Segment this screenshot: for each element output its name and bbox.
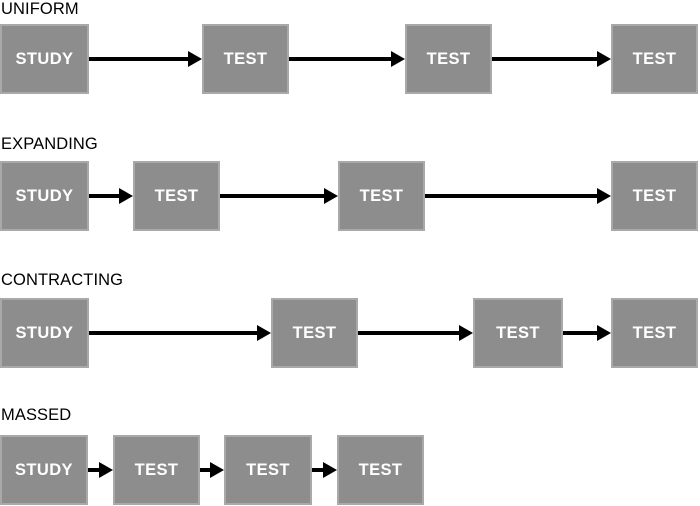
node-label: TEST <box>632 49 677 68</box>
arrow-shaft <box>563 331 597 335</box>
node-expanding-test-4[interactable]: TEST <box>611 161 698 231</box>
arrow-shaft <box>425 194 597 198</box>
node-label: TEST <box>292 323 337 342</box>
arrow-head-icon <box>597 325 611 341</box>
arrow-shaft <box>89 331 257 335</box>
arrow-head-icon <box>597 188 611 204</box>
node-expanding-study-1[interactable]: STUDY <box>0 161 89 231</box>
row-label-massed: MASSED <box>1 406 72 424</box>
node-label: TEST <box>134 460 179 479</box>
arrow-head-icon <box>188 51 202 67</box>
arrow-shaft <box>200 468 210 472</box>
node-uniform-test-4[interactable]: TEST <box>611 24 698 94</box>
arrow-shaft <box>220 194 324 198</box>
node-label: TEST <box>154 186 199 205</box>
arrow-head-icon <box>210 462 224 478</box>
node-label: TEST <box>426 49 471 68</box>
row-label-contracting: CONTRACTING <box>1 271 124 289</box>
node-uniform-test-3[interactable]: TEST <box>405 24 492 94</box>
node-label: TEST <box>246 460 290 479</box>
node-label: TEST <box>223 49 268 68</box>
arrow-head-icon <box>323 462 337 478</box>
row-label-uniform: UNIFORM <box>1 0 79 18</box>
arrow-head-icon <box>459 325 473 341</box>
node-expanding-test-3[interactable]: TEST <box>338 161 425 231</box>
arrow-head-icon <box>99 462 113 478</box>
row-label-expanding: EXPANDING <box>1 135 98 153</box>
node-label: STUDY <box>15 460 73 479</box>
node-contracting-test-2[interactable]: TEST <box>271 298 358 368</box>
node-massed-test-2[interactable]: TEST <box>113 435 200 505</box>
arrow-head-icon <box>597 51 611 67</box>
node-label: TEST <box>632 186 677 205</box>
node-uniform-study-1[interactable]: STUDY <box>0 24 89 94</box>
node-label: STUDY <box>15 49 74 68</box>
arrow-shaft <box>492 57 597 61</box>
node-contracting-test-3[interactable]: TEST <box>473 298 563 368</box>
arrow-shaft <box>358 331 459 335</box>
node-label: TEST <box>358 460 403 479</box>
arrow-head-icon <box>324 188 338 204</box>
node-massed-test-3[interactable]: TEST <box>224 435 312 505</box>
node-label: STUDY <box>15 186 74 205</box>
node-contracting-study-1[interactable]: STUDY <box>0 298 89 368</box>
node-massed-test-4[interactable]: TEST <box>337 435 424 505</box>
arrow-shaft <box>89 194 119 198</box>
arrow-shaft <box>89 57 188 61</box>
arrow-shaft <box>312 468 323 472</box>
arrow-head-icon <box>257 325 271 341</box>
arrow-head-icon <box>119 188 133 204</box>
arrow-head-icon <box>391 51 405 67</box>
node-uniform-test-2[interactable]: TEST <box>202 24 289 94</box>
arrow-shaft <box>289 57 391 61</box>
node-massed-study-1[interactable]: STUDY <box>0 435 88 505</box>
node-contracting-test-4[interactable]: TEST <box>611 298 698 368</box>
node-label: TEST <box>496 323 540 342</box>
node-label: STUDY <box>15 323 74 342</box>
node-label: TEST <box>359 186 404 205</box>
node-expanding-test-2[interactable]: TEST <box>133 161 220 231</box>
arrow-shaft <box>88 468 99 472</box>
node-label: TEST <box>632 323 677 342</box>
